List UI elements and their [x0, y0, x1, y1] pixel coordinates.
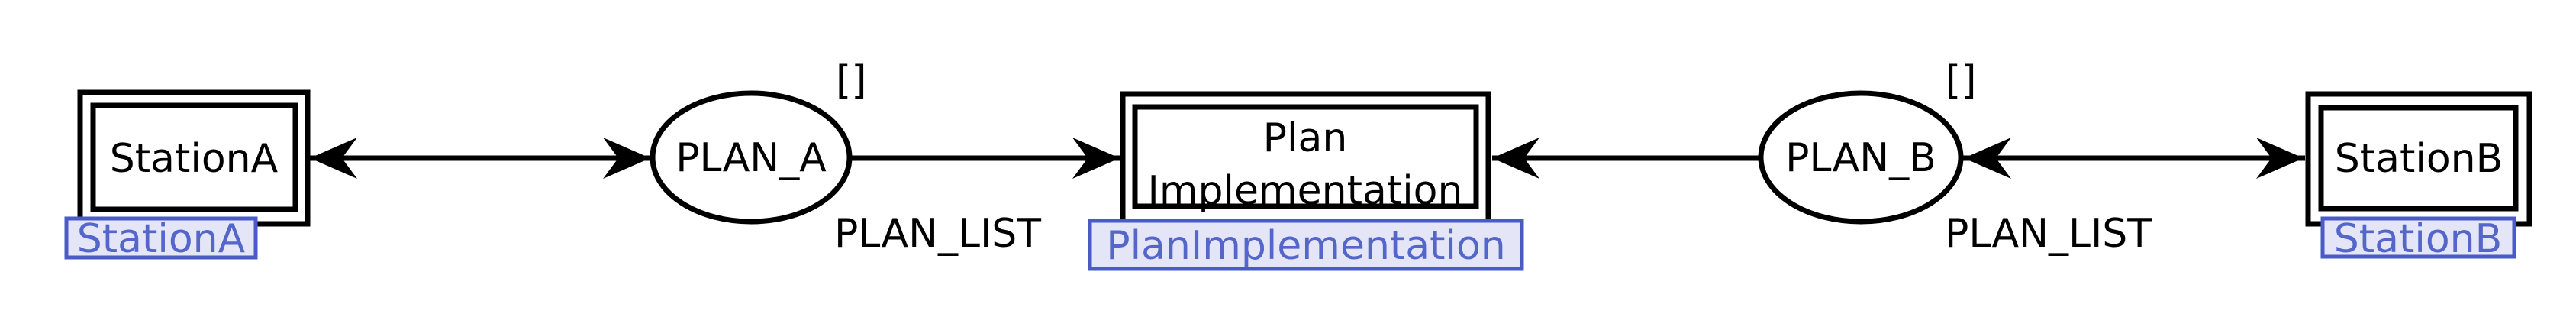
stationB-subpage-tag[interactable]: StationB — [2320, 216, 2516, 262]
planB-colorset-label[interactable]: PLAN_LIST — [1945, 211, 2152, 257]
arc-stationA-planA[interactable] — [310, 138, 650, 179]
planImplementation-label-line2[interactable]: Implementation — [1148, 168, 1463, 214]
planImplementation-subpage-tag-label[interactable]: PlanImplementation — [1106, 223, 1506, 269]
arrowhead-into-stationB-icon[interactable] — [2256, 138, 2304, 179]
planImplementation-subpage-tag[interactable]: PlanImplementation — [1088, 219, 1524, 271]
stationA-label[interactable]: StationA — [110, 136, 279, 182]
arrowhead-into-planB-icon[interactable] — [1964, 138, 2011, 179]
arrowhead-into-planImplementation-right-icon[interactable] — [1492, 138, 1539, 179]
arc-planB-stationB[interactable] — [1961, 138, 2305, 179]
substitution-transition-stationB[interactable]: StationB — [2305, 91, 2532, 227]
arc-planB-planImplementation[interactable] — [1492, 138, 1761, 179]
stationB-subpage-tag-label[interactable]: StationB — [2334, 216, 2503, 262]
planA-colorset-label[interactable]: PLAN_LIST — [834, 211, 1041, 257]
planImplementation-inner-border[interactable] — [1132, 104, 1479, 209]
planA-label[interactable]: PLAN_A — [675, 135, 827, 181]
planA-initial-marking[interactable]: [] — [836, 58, 867, 104]
planA-ellipse[interactable] — [650, 90, 853, 225]
arc-planA-planImplementation[interactable] — [852, 138, 1120, 179]
place-planA[interactable]: PLAN_A — [650, 90, 853, 225]
planB-ellipse[interactable] — [1758, 90, 1964, 225]
planImplementation-subpage-tag-box[interactable] — [1088, 219, 1524, 271]
substitution-transition-planImplementation[interactable]: Plan Implementation — [1120, 91, 1491, 226]
planB-initial-marking[interactable]: [] — [1946, 58, 1977, 104]
stationA-subpage-tag[interactable]: StationA — [64, 216, 258, 262]
stationA-inner-border[interactable] — [90, 102, 298, 212]
planB-label[interactable]: PLAN_B — [1785, 135, 1936, 181]
stationB-label[interactable]: StationB — [2335, 136, 2503, 182]
stationA-subpage-tag-label[interactable]: StationA — [77, 216, 246, 262]
stationB-subpage-tag-box[interactable] — [2320, 216, 2516, 259]
place-planB[interactable]: PLAN_B — [1758, 90, 1964, 225]
arrowhead-into-planA-icon[interactable] — [603, 138, 650, 179]
substitution-transition-stationA[interactable]: StationA — [77, 89, 311, 227]
planImplementation-label-line1[interactable]: Plan — [1263, 115, 1348, 161]
arrowhead-into-planImplementation-left-icon[interactable] — [1072, 138, 1120, 179]
arrowhead-into-stationA-icon[interactable] — [310, 138, 357, 179]
stationA-subpage-tag-box[interactable] — [64, 216, 258, 260]
stationB-inner-border[interactable] — [2318, 105, 2519, 212]
